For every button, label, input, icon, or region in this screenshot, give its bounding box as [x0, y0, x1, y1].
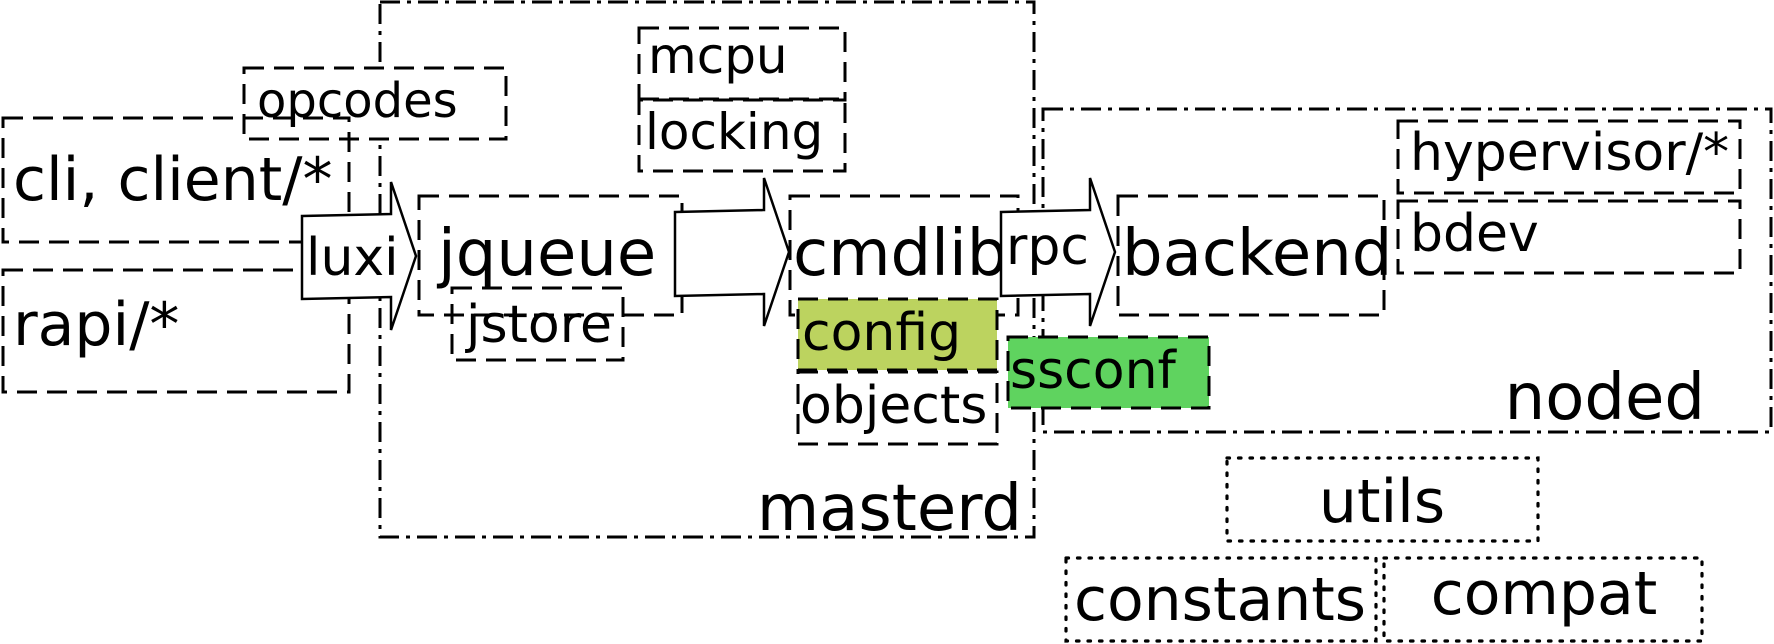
- jstore-box: [450, 286, 625, 362]
- hypervisor-label: hypervisor/*: [1410, 123, 1729, 183]
- compat-label: compat: [1431, 559, 1658, 629]
- jqueue-cmdlib-arrow: [673, 177, 791, 327]
- objects-label: objects: [800, 376, 987, 436]
- hypervisor-box: [1396, 119, 1742, 195]
- rapi-box: [1, 268, 351, 394]
- config-box: [798, 299, 997, 370]
- luxi-label: luxi: [306, 228, 399, 288]
- objects-box: [796, 370, 999, 446]
- bdev-label: bdev: [1410, 204, 1539, 264]
- utils-label: utils: [1319, 467, 1445, 537]
- rpc-label: rpc: [1006, 217, 1089, 277]
- config-label: config: [802, 303, 961, 363]
- mcpu-box: [637, 26, 847, 102]
- jqueue-label: jqueue: [436, 217, 656, 291]
- cli-client-label: cli, client/*: [13, 145, 332, 215]
- cli-client-box: [1, 116, 351, 244]
- mcpu-label: mcpu: [648, 27, 788, 85]
- luxi-arrow: [300, 181, 418, 331]
- ssconf-label: ssconf: [1010, 341, 1178, 401]
- rpc-arrow: [999, 177, 1117, 327]
- noded-label: noded: [1505, 361, 1705, 435]
- bdev-box: [1396, 199, 1742, 275]
- backend-box: [1116, 194, 1386, 317]
- locking-label: locking: [645, 103, 823, 161]
- jstore-label: jstore: [465, 295, 612, 355]
- cmdlib-label: cmdlib: [793, 217, 1007, 291]
- jqueue-box: [417, 194, 684, 317]
- utils-box: [1225, 456, 1540, 543]
- rapi-label: rapi/*: [13, 290, 179, 360]
- constants-label: constants: [1074, 565, 1366, 635]
- opcodes-label: opcodes: [257, 73, 458, 129]
- locking-box: [637, 97, 847, 173]
- ssconf-box: [1008, 337, 1209, 408]
- compat-box: [1382, 556, 1704, 643]
- masterd-label: masterd: [757, 472, 1022, 546]
- opcodes-box: [242, 66, 508, 141]
- backend-label: backend: [1122, 217, 1392, 291]
